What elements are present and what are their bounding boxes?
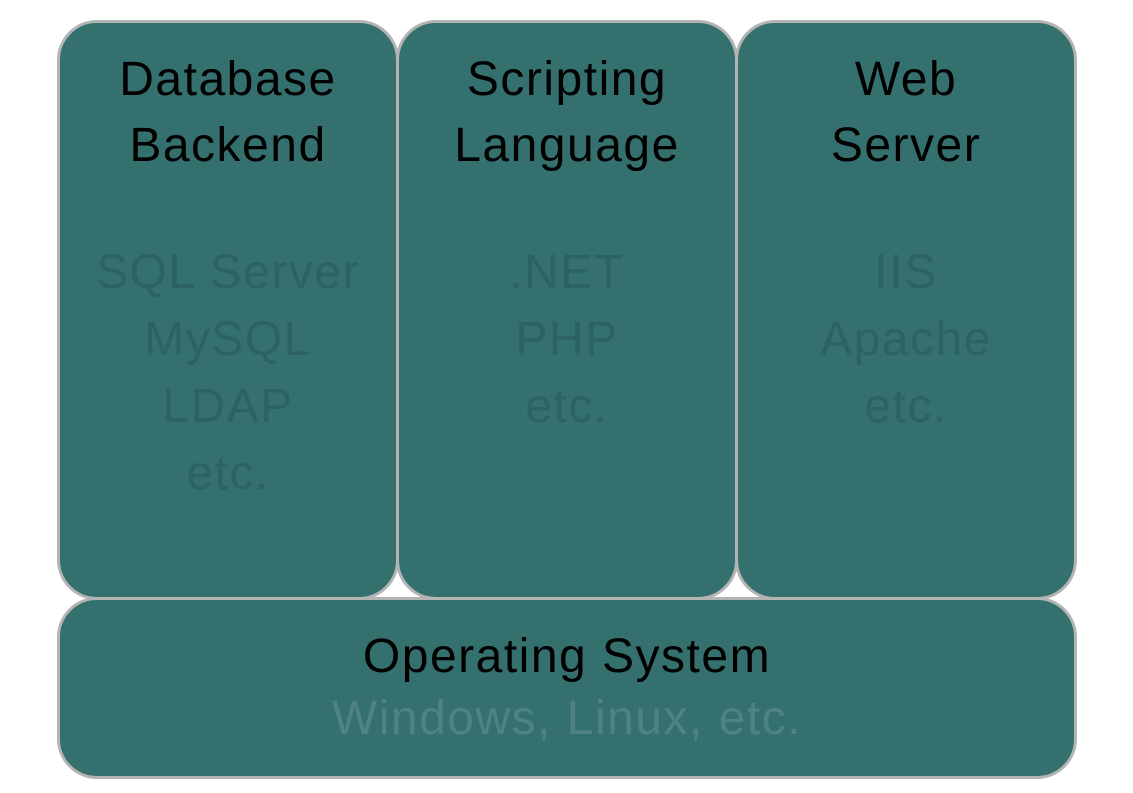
ghost-item: IIS: [874, 246, 938, 299]
ghost-item: Apache: [820, 313, 992, 366]
column-title: Web Server: [738, 47, 1074, 179]
ghost-item: LDAP: [162, 380, 294, 433]
base-operating-system: Operating System Windows, Linux, etc.: [57, 597, 1077, 779]
ghost-item: PHP: [515, 313, 619, 366]
column-web-server: Web Server IIS Apache etc.: [735, 20, 1077, 600]
column-items: .NET PHP etc.: [399, 239, 735, 440]
base-subtitle: Windows, Linux, etc.: [331, 692, 803, 745]
column-title: Database Backend: [60, 47, 396, 179]
column-title-line: Web: [854, 53, 958, 106]
column-title-line: Language: [454, 119, 680, 172]
ghost-item: MySQL: [144, 313, 312, 366]
ghost-item: etc.: [186, 447, 270, 500]
column-items: IIS Apache etc.: [738, 239, 1074, 440]
base-title: Operating System: [362, 630, 772, 683]
column-title-line: Server: [830, 119, 982, 172]
column-scripting-language: Scripting Language .NET PHP etc.: [396, 20, 738, 600]
column-title-line: Backend: [129, 119, 327, 172]
column-database-backend: Database Backend SQL Server MySQL LDAP e…: [57, 20, 399, 600]
ghost-item: etc.: [864, 380, 948, 433]
column-title-line: Scripting: [466, 53, 668, 106]
ghost-item: .NET: [509, 246, 625, 299]
column-title: Scripting Language: [399, 47, 735, 179]
ghost-item: etc.: [525, 380, 609, 433]
column-items: SQL Server MySQL LDAP etc.: [60, 239, 396, 507]
ghost-item: SQL Server: [96, 246, 360, 299]
column-title-line: Database: [119, 53, 337, 106]
